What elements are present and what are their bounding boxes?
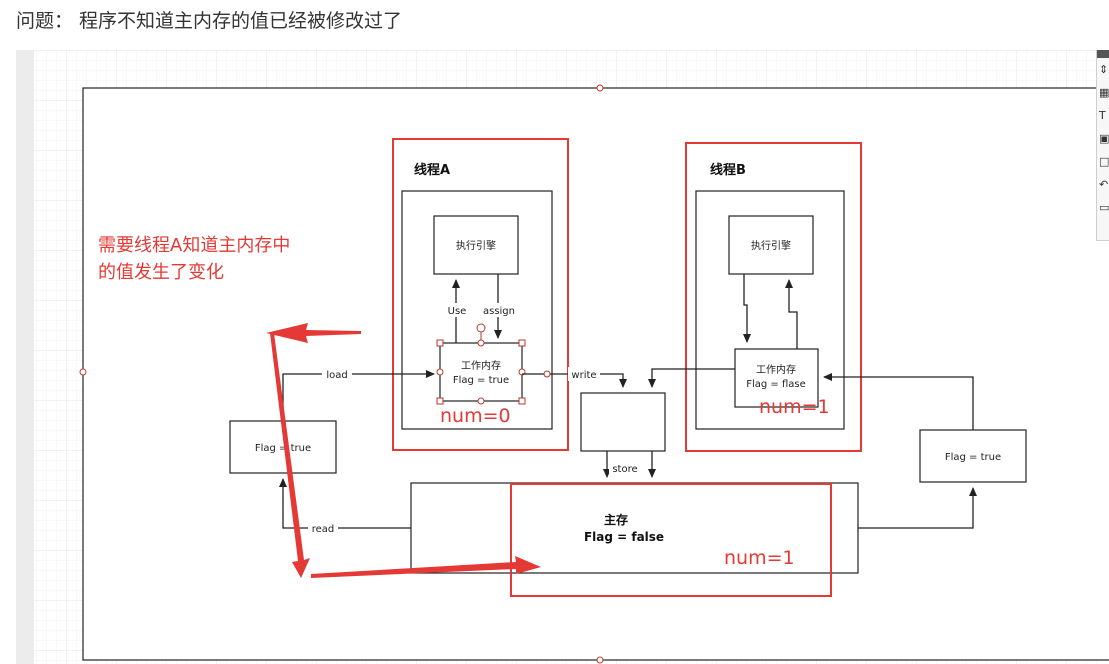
- thread-b-engine-label: 执行引擎: [751, 239, 791, 252]
- read-edge: [279, 478, 411, 529]
- panel-icon[interactable]: ▣: [1099, 132, 1109, 145]
- comment-icon[interactable]: ▭: [1099, 201, 1109, 214]
- thread-b-work-memory-box[interactable]: [734, 348, 819, 408]
- right-flag-box[interactable]: [919, 429, 1027, 483]
- thread-b-assign-arrow: [785, 279, 798, 349]
- write-label: write: [571, 370, 596, 381]
- thread-b-highlight-box: [685, 142, 862, 452]
- red-arrow-left: [266, 323, 361, 343]
- format-icon[interactable]: ▦: [1099, 86, 1109, 99]
- thread-b-title: 线程B: [710, 162, 746, 178]
- store-label-bg: [609, 461, 641, 475]
- undo-icon[interactable]: ↶: [1099, 178, 1109, 191]
- write-buffer-box[interactable]: [580, 392, 666, 452]
- thread-a-work-memory-box[interactable]: [439, 342, 523, 402]
- canvas-left-strip: [16, 50, 34, 664]
- store-label: store: [612, 464, 637, 475]
- thread-b-work-memory-flag: Flag = flase: [746, 379, 806, 390]
- thread-b-num-note: num=1: [759, 396, 830, 418]
- annotation-line-2: 的值发生了变化: [98, 262, 224, 283]
- scroll-handle-icon[interactable]: ⇕: [1099, 63, 1109, 76]
- thread-a-engine-box[interactable]: [433, 215, 519, 275]
- thread-b-engine-box[interactable]: [728, 215, 814, 275]
- thread-b-work-memory-title: 工作内存: [756, 363, 796, 376]
- main-memory-highlight-box: [510, 483, 832, 597]
- load-label-bg: [322, 367, 352, 381]
- main-memory-flag: Flag = false: [584, 530, 664, 544]
- thread-a-num-note: num=0: [440, 405, 511, 427]
- assign-label-bg: [479, 303, 519, 317]
- selection-handles[interactable]: [436, 339, 526, 405]
- write-label-bg: [568, 367, 600, 381]
- right-toolbar: ⇕ ▦ T ▣ □ ↶ ▭: [1096, 50, 1109, 241]
- annotation-line-1: 需要线程A知道主内存中: [98, 235, 290, 256]
- thread-b-write-edge: [648, 368, 735, 388]
- main-to-right-flag-edge: [858, 487, 977, 529]
- read-label: read: [312, 524, 335, 535]
- assign-label: assign: [483, 306, 515, 317]
- red-arrow-right: [311, 556, 541, 578]
- thread-b-use-arrow: [743, 274, 751, 343]
- main-memory-num-note: num=1: [724, 547, 795, 569]
- frame-handle-bottom[interactable]: [596, 656, 604, 664]
- frame-handle-top[interactable]: [596, 84, 604, 92]
- main-memory-title: 主存: [604, 512, 628, 527]
- thread-a-title: 线程A: [414, 162, 450, 178]
- right-flag-to-thread-b-edge: [823, 373, 974, 430]
- text-icon[interactable]: T: [1099, 109, 1106, 122]
- thread-a-highlight-box: [392, 138, 569, 451]
- frame-handle-left[interactable]: [79, 368, 87, 376]
- page-icon[interactable]: □: [1099, 155, 1109, 168]
- diagram-canvas[interactable]: 线程A 执行引擎 Use assign 工作内存 Flag = true num…: [16, 50, 1109, 664]
- write-edge: [522, 373, 627, 388]
- use-label: Use: [448, 306, 467, 317]
- rotate-handle-icon[interactable]: [476, 323, 486, 333]
- left-flag-label: Flag = true: [255, 443, 311, 454]
- thread-a-work-memory-flag: Flag = true: [453, 375, 509, 386]
- thread-a-engine-label: 执行引擎: [456, 239, 496, 252]
- red-arrow-down: [270, 333, 310, 578]
- toolbar-header: [1097, 50, 1109, 58]
- read-label-bg: [308, 521, 338, 535]
- load-label: load: [326, 370, 347, 381]
- thread-a-work-memory-title: 工作内存: [461, 359, 501, 372]
- use-label-bg: [442, 303, 472, 317]
- page-heading: 问题： 程序不知道主内存的值已经被修改过了: [16, 10, 403, 32]
- right-flag-label: Flag = true: [945, 452, 1001, 463]
- write-edge-handle[interactable]: [543, 370, 551, 378]
